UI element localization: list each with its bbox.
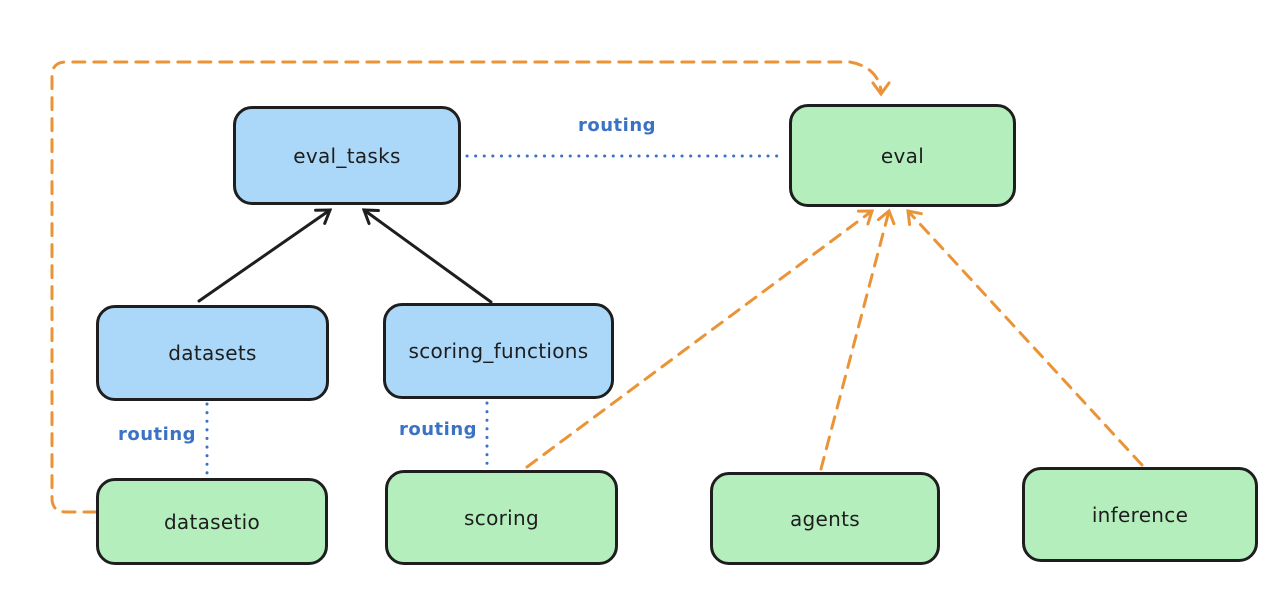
edge-inference-to-eval [906,209,1144,467]
node-datasets-label: datasets [168,341,257,365]
node-eval-label: eval [880,143,925,168]
node-scoring-label: scoring [464,505,539,530]
edge-label-routing-datasetio: routing [117,424,197,445]
edge-label-routing-scoring: routing [398,419,478,440]
node-scoring: scoring [385,470,618,565]
node-eval-tasks-label: eval_tasks [293,143,401,168]
node-inference-label: inference [1091,502,1189,527]
edge-datasetio-to-eval [50,60,891,514]
node-agents-label: agents [790,506,860,531]
node-datasetio: datasetio [96,478,328,565]
node-scoring-functions: scoring_functions [383,303,614,399]
node-eval-tasks: eval_tasks [233,106,461,205]
edge-datasets-to-eval-tasks [197,208,333,303]
edge-scoring-functions-to-eval-tasks [361,208,493,304]
node-eval: eval [789,104,1016,207]
node-inference: inference [1022,467,1258,562]
node-datasets: datasets [96,305,329,401]
edge-scoring-to-eval [525,209,875,469]
node-agents: agents [710,472,940,565]
edge-agents-to-eval [819,208,896,471]
node-scoring-functions-label: scoring_functions [408,339,589,363]
node-datasetio-label: datasetio [163,509,261,534]
edge-label-routing-top: routing [577,115,657,136]
